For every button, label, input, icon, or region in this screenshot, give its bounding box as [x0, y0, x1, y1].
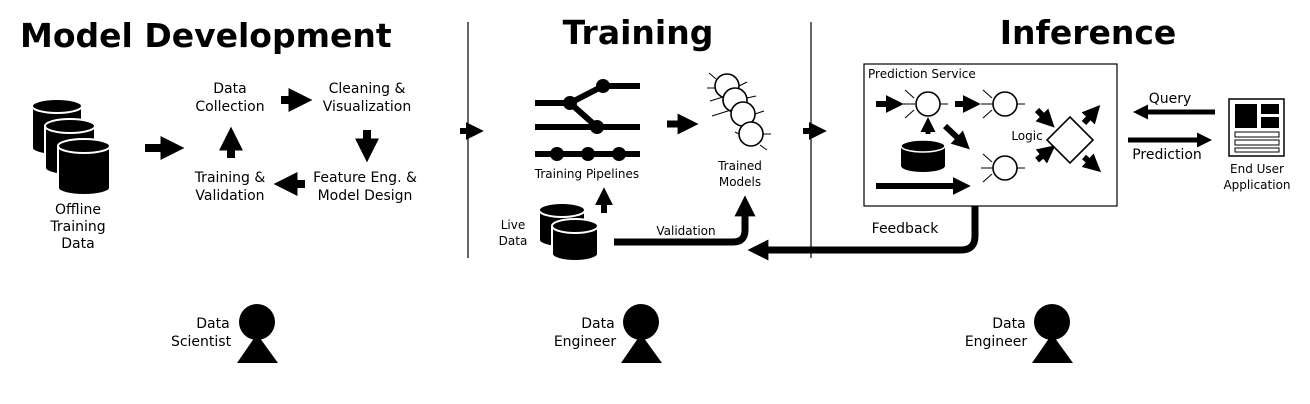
- training-pipelines-icon: [535, 79, 640, 161]
- feedback-label: Feedback: [872, 221, 940, 237]
- training-validation-label: Training &: [194, 170, 266, 186]
- neuron-icon: [981, 153, 1025, 183]
- arrow-diagonal: [1035, 145, 1056, 164]
- heading-inference: Inference: [1000, 13, 1177, 52]
- person-icon: [621, 304, 662, 363]
- arrow-diagonal: [1081, 104, 1101, 126]
- heading-model-development: Model Development: [20, 16, 392, 55]
- data-scientist-label: Data: [196, 316, 229, 332]
- validation-label: Validation: [656, 224, 715, 238]
- logic-diamond-icon: [1045, 115, 1095, 165]
- service-database-icon: [900, 139, 946, 172]
- logic-label: Logic: [1011, 129, 1042, 143]
- arrow-diagonal: [942, 123, 970, 150]
- data-engineer-inference-label: Data: [992, 316, 1025, 332]
- trained-models-label: Trained: [717, 159, 762, 173]
- arrow-diagonal: [1034, 107, 1055, 128]
- end-user-application-icon: [1228, 98, 1285, 157]
- neuron-icon: [981, 89, 1025, 119]
- end-user-app-label: Application: [1223, 178, 1290, 192]
- cleaning-label: Cleaning &: [329, 81, 406, 97]
- offline-database-icon: [31, 98, 111, 196]
- heading-training: Training: [563, 13, 714, 52]
- data-engineer-training-label: Engineer: [554, 334, 617, 350]
- offline-data-label: Data: [61, 236, 94, 252]
- arrow-diagonal: [1081, 153, 1102, 173]
- data-scientist-label: Scientist: [171, 334, 232, 350]
- validation-arrow: [614, 195, 756, 246]
- data-collection-label: Data: [213, 81, 246, 97]
- live-data-label: Live: [501, 218, 526, 232]
- neuron-icon: [903, 89, 948, 119]
- offline-data-label: Offline: [55, 202, 101, 218]
- live-database-icon: [538, 202, 599, 262]
- offline-data-label: Training: [49, 219, 105, 235]
- feature-eng-label: Model Design: [318, 188, 413, 204]
- query-label: Query: [1149, 91, 1192, 107]
- end-user-app-label: End User: [1230, 162, 1284, 176]
- data-engineer-training-label: Data: [581, 316, 614, 332]
- data-collection-label: Collection: [195, 99, 264, 115]
- data-engineer-inference-label: Engineer: [965, 334, 1028, 350]
- person-icon: [1032, 304, 1073, 363]
- feedback-arrow: [747, 206, 979, 261]
- training-validation-label: Validation: [195, 188, 264, 204]
- training-pipelines-label: Training Pipelines: [534, 167, 639, 181]
- trained-models-label: Models: [719, 175, 761, 189]
- feature-eng-label: Feature Eng. &: [313, 170, 417, 186]
- prediction-label: Prediction: [1132, 147, 1202, 163]
- prediction-service-label: Prediction Service: [868, 67, 976, 81]
- live-data-label: Data: [499, 234, 528, 248]
- trained-models-icon: [707, 72, 771, 151]
- cleaning-label: Visualization: [323, 99, 411, 115]
- person-icon: [237, 304, 278, 363]
